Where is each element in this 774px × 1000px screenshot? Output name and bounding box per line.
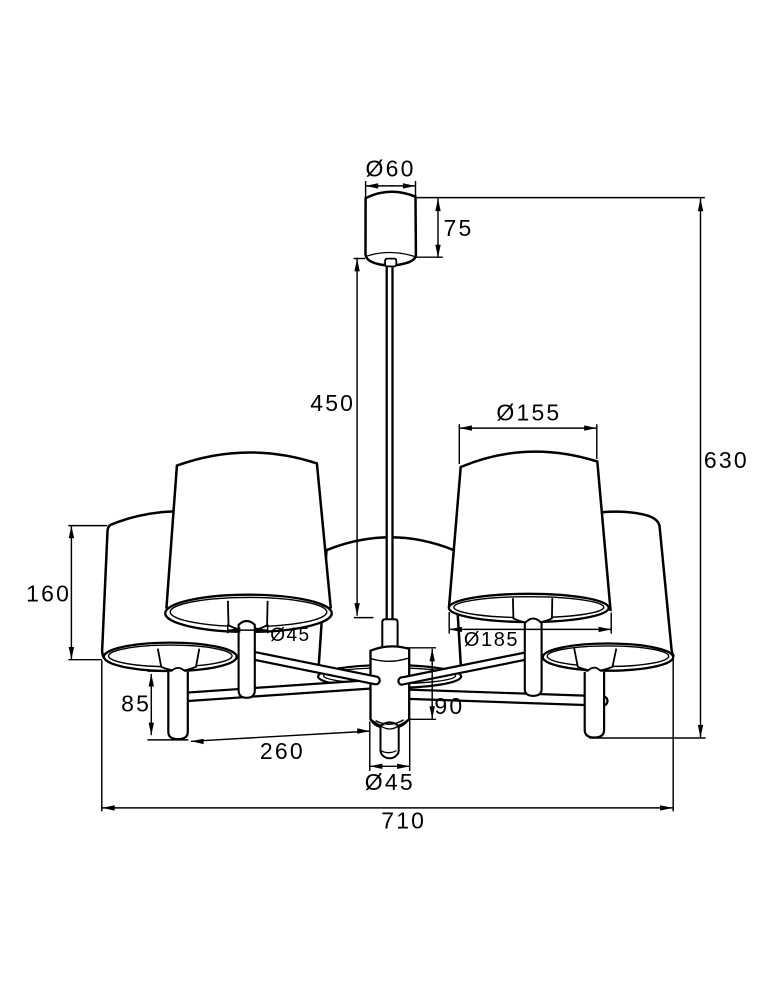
svg-text:260: 260	[260, 738, 305, 764]
svg-text:450: 450	[310, 390, 355, 416]
svg-text:90: 90	[434, 693, 464, 719]
svg-text:630: 630	[704, 447, 749, 473]
svg-text:Ø185: Ø185	[464, 629, 519, 651]
svg-text:75: 75	[444, 215, 474, 241]
svg-text:710: 710	[381, 808, 426, 834]
svg-text:85: 85	[121, 690, 151, 716]
svg-text:Ø155: Ø155	[496, 400, 561, 426]
svg-text:Ø45: Ø45	[365, 769, 415, 795]
svg-text:Ø60: Ø60	[366, 155, 416, 181]
svg-text:Ø45: Ø45	[270, 625, 310, 646]
svg-text:160: 160	[26, 580, 71, 606]
